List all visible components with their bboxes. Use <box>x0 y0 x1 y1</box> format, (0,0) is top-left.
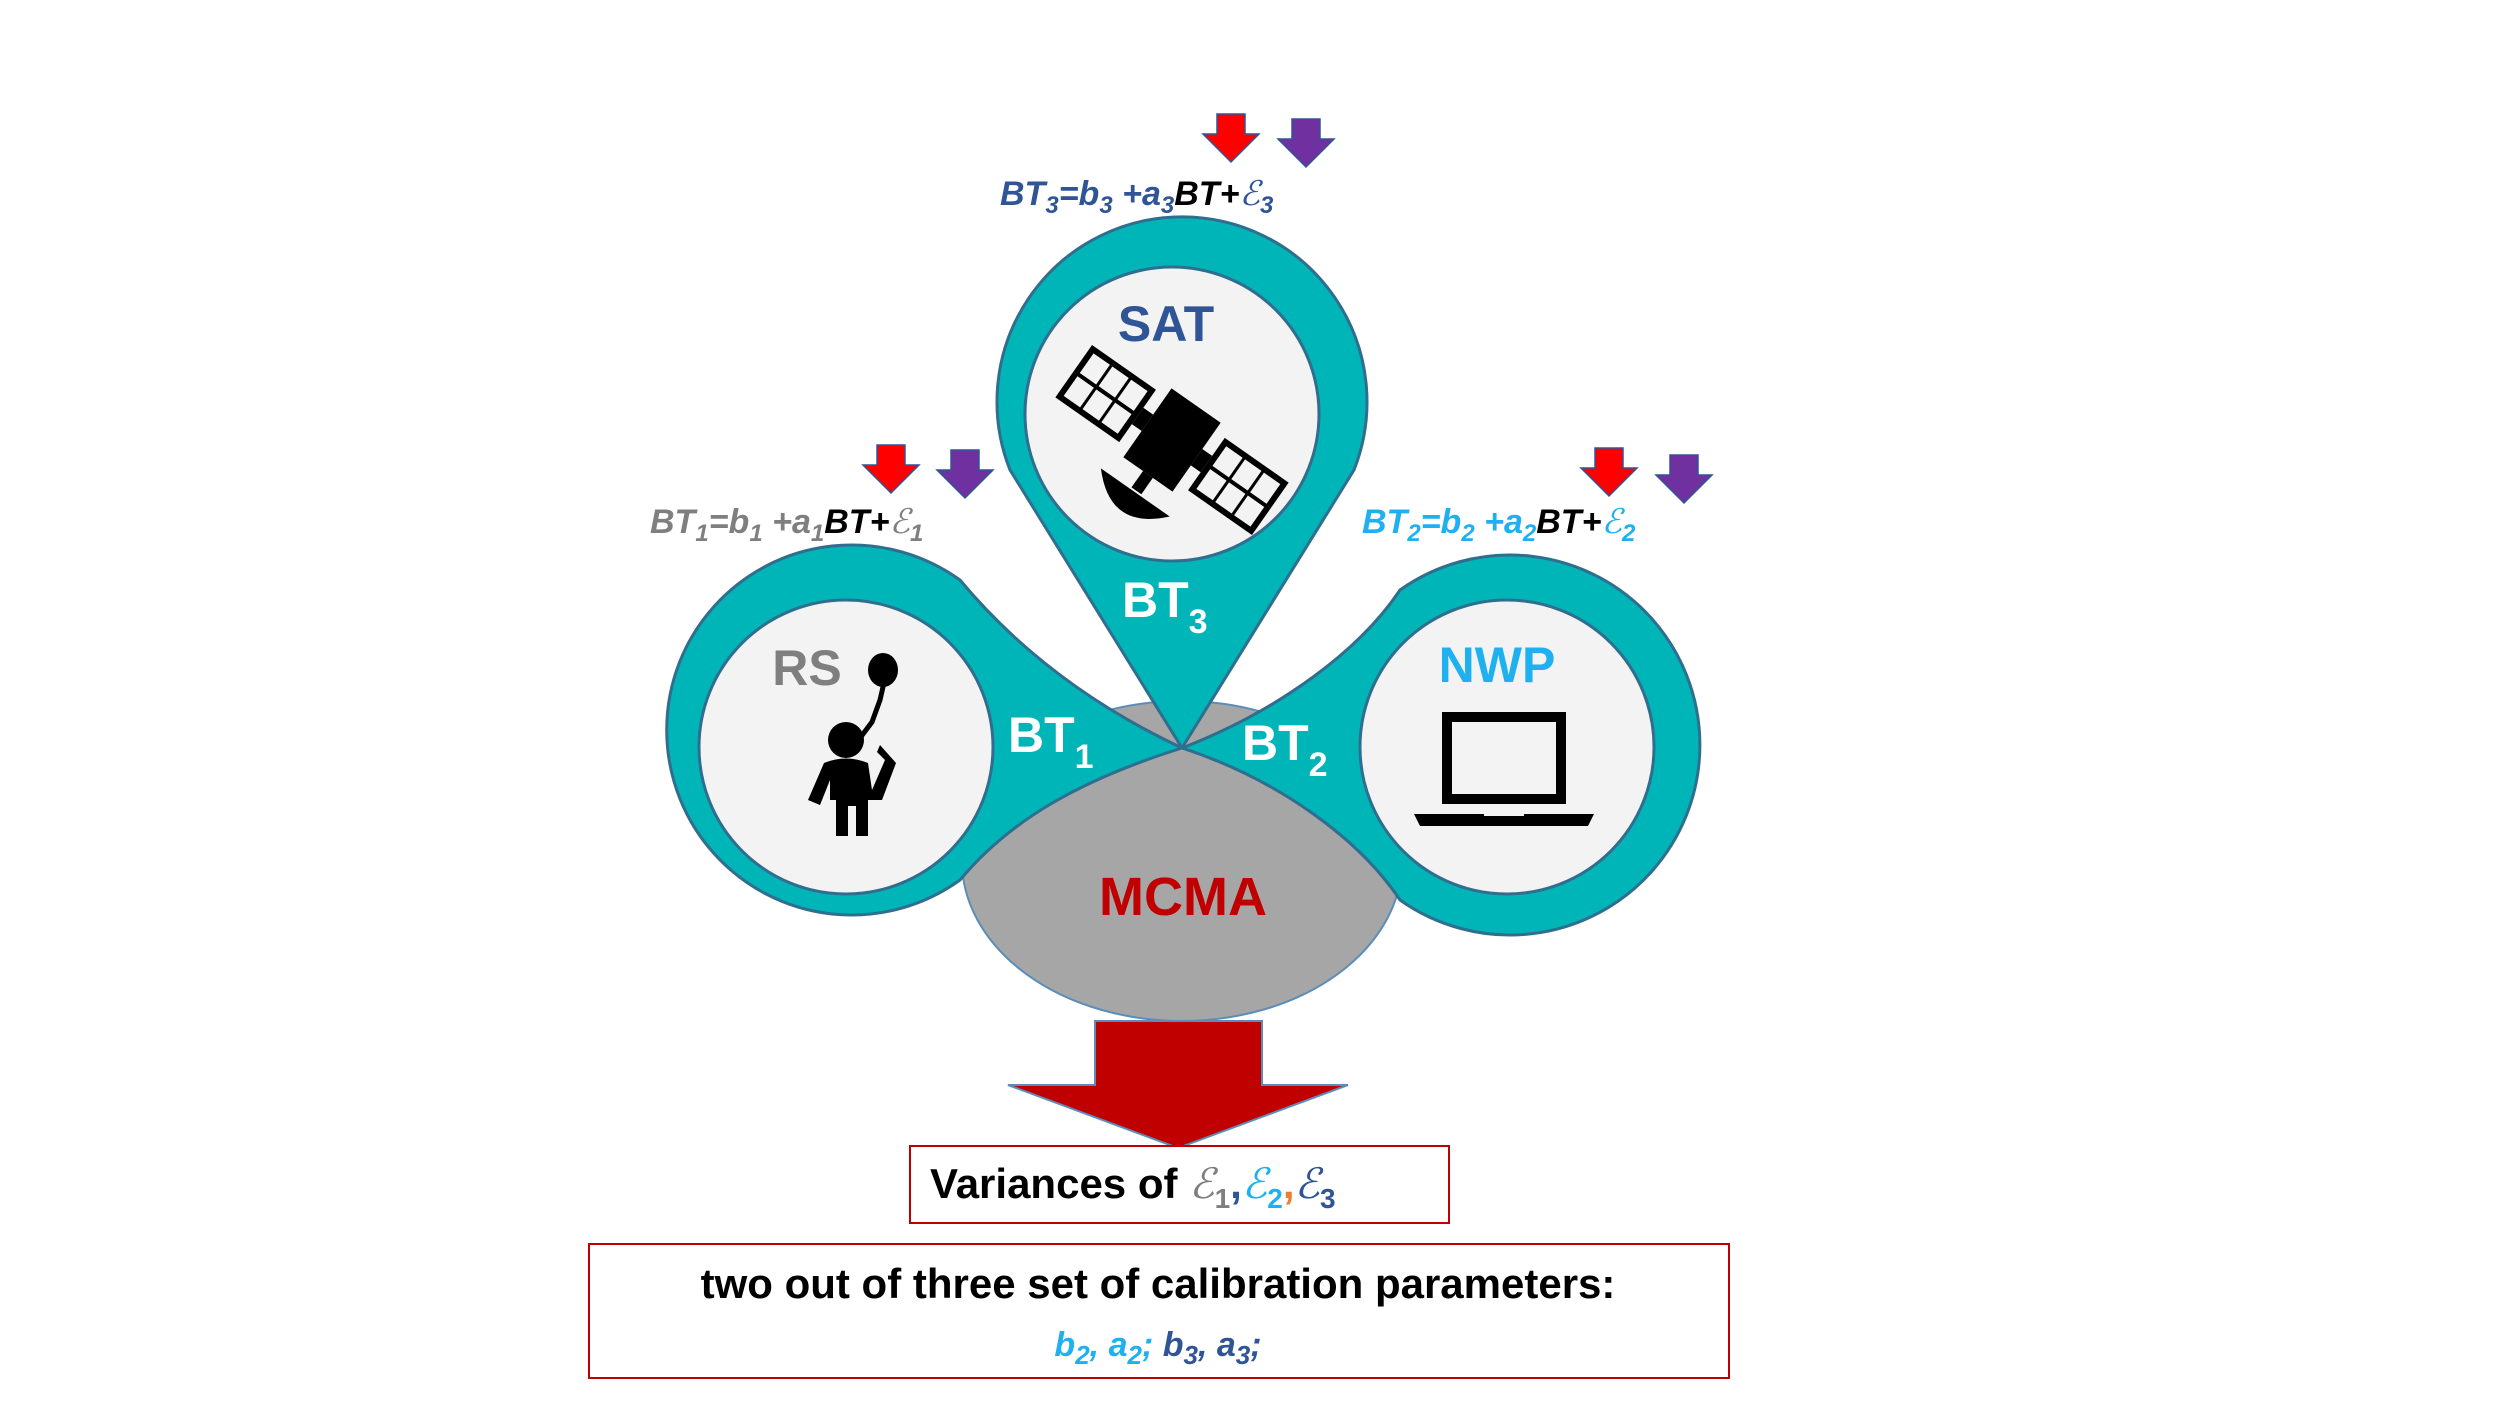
mcma-label: MCMA <box>1099 867 1267 927</box>
variances-box <box>909 1145 1450 1224</box>
nwp-equation: BT2=b2 +a2BT+ℰ2 <box>1362 502 1636 547</box>
calibration-line1: two out of three set of calibration para… <box>701 1260 1616 1307</box>
variances-text: Variances of ℰ1,ℰ2,ℰ3 <box>930 1159 1336 1214</box>
calibration-line2: b2, a2; b3, a3; <box>1054 1326 1261 1370</box>
sat-label: SAT <box>1118 296 1214 352</box>
calibration-box <box>588 1243 1730 1379</box>
bt1-label: BT1 <box>1008 707 1094 776</box>
sat-red-arrow-icon <box>1201 113 1261 164</box>
person-with-balloon-icon <box>808 653 898 836</box>
big-down-arrow-icon <box>1007 1020 1349 1150</box>
sat-purple-arrow-icon <box>1276 118 1336 169</box>
nwp-purple-arrow-icon <box>1654 454 1714 505</box>
bt3-label: BT3 <box>1122 572 1208 641</box>
rs-red-arrow-icon <box>861 444 921 495</box>
rs-purple-arrow-icon <box>935 449 995 500</box>
laptop-icon <box>1414 712 1594 826</box>
nwp-label: NWP <box>1439 637 1556 693</box>
satellite-icon <box>1055 344 1289 536</box>
rs-label: RS <box>772 640 841 696</box>
bt2-label: BT2 <box>1242 715 1328 784</box>
nwp-red-arrow-icon <box>1579 447 1639 498</box>
sat-equation: BT3=b3 +a3BT+ℰ3 <box>1000 174 1274 219</box>
rs-equation: BT1=b1 +a1BT+ℰ1 <box>650 502 923 547</box>
